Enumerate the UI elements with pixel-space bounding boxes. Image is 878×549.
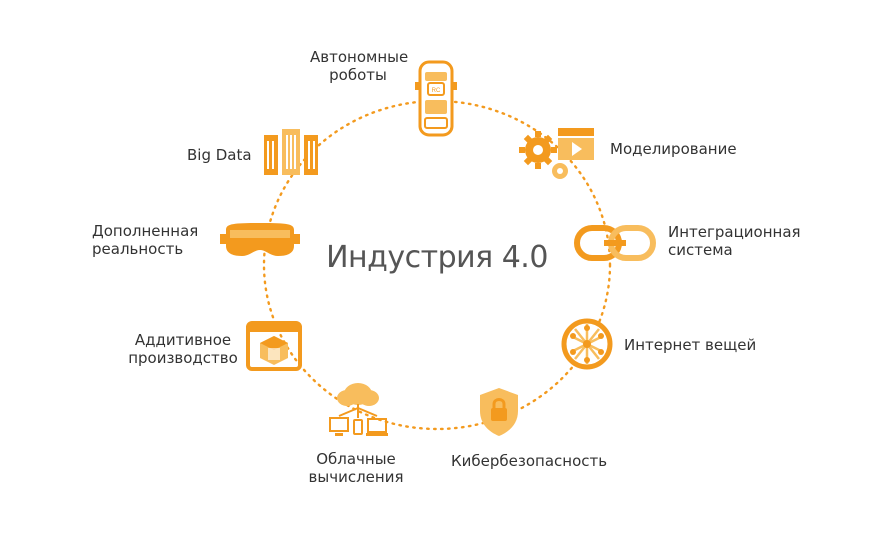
node-label-bigdata: Big Data [187,146,252,164]
shield-lock-icon [477,386,521,438]
3d-printer-icon [246,320,302,372]
network-globe-icon [561,318,613,370]
server-rack-icon [262,127,320,177]
autonomous-vehicle-icon: RC [414,60,458,138]
chain-link-icon [574,223,656,263]
svg-text:RC: RC [432,88,441,94]
gears-clapper-icon [518,124,598,184]
node-label-iot: Интернет вещей [624,336,757,354]
node-label-modeling: Моделирование [610,140,737,158]
center-title: Индустрия 4.0 [326,240,548,275]
node-label-security: Кибербезопасность [451,452,608,470]
cloud-devices-icon [327,376,389,440]
vr-headset-icon [220,220,300,260]
